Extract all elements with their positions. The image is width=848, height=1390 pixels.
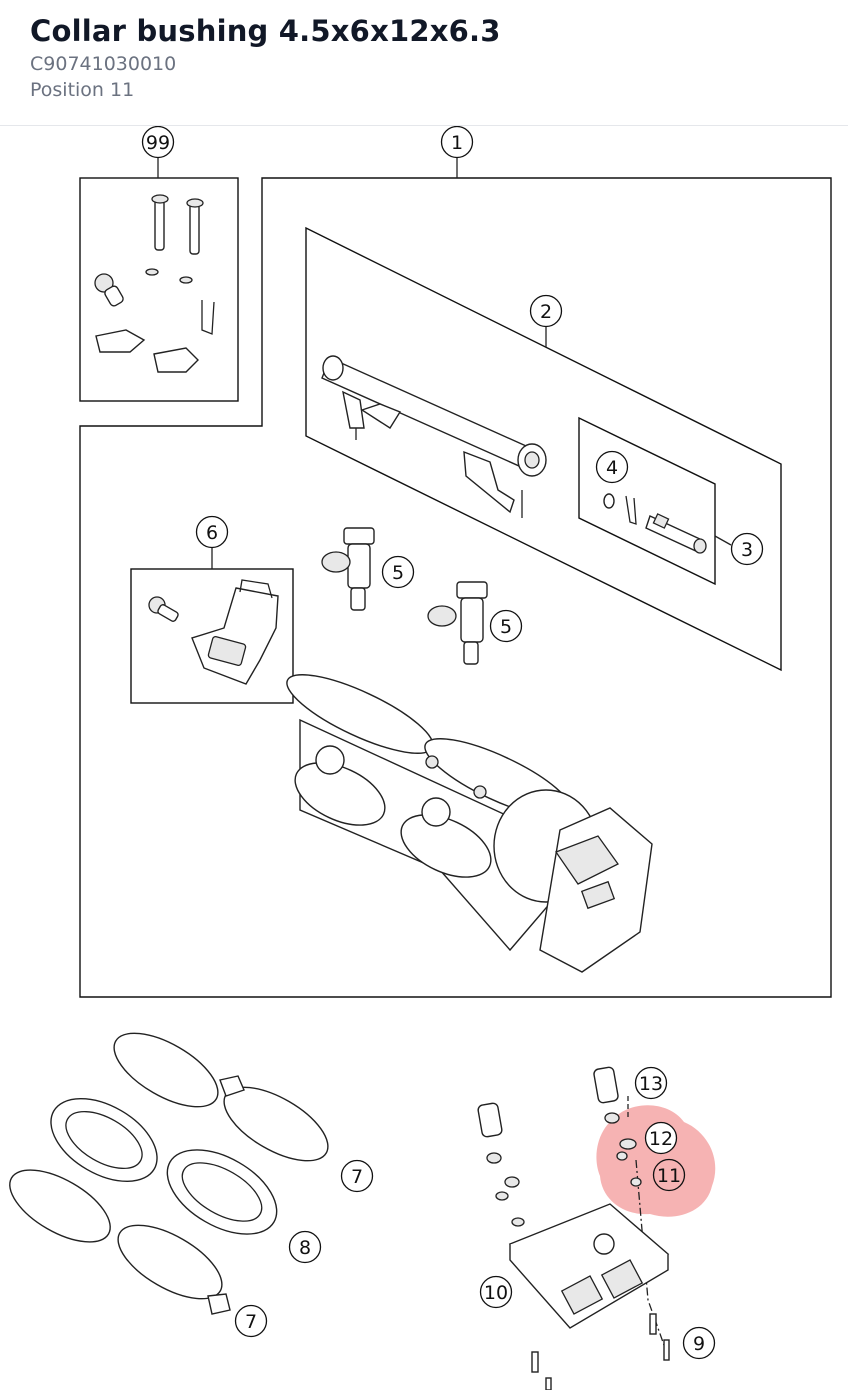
callout-9[interactable]: 9 — [682, 1326, 716, 1360]
callout-6[interactable]: 6 — [195, 515, 229, 549]
kit-99-parts — [94, 194, 215, 373]
svg-text:1: 1 — [451, 132, 463, 154]
callout-5-lower[interactable]: 5 — [489, 609, 523, 643]
svg-text:4: 4 — [606, 457, 618, 479]
injector-parts — [321, 527, 488, 665]
callout-7-upper[interactable]: 7 — [340, 1159, 374, 1193]
leader-lines — [157, 157, 732, 1346]
svg-text:9: 9 — [693, 1333, 705, 1355]
selected-position-highlight — [596, 1105, 716, 1217]
connector-kit-parts — [603, 493, 707, 554]
svg-text:8: 8 — [299, 1237, 311, 1259]
part-position: Position 11 — [30, 79, 135, 101]
svg-text:7: 7 — [351, 1166, 363, 1188]
connector-kit-3-frame — [578, 416, 716, 586]
svg-text:3: 3 — [741, 539, 753, 561]
kit-99-frame — [79, 177, 239, 402]
svg-text:5: 5 — [500, 616, 512, 638]
fuel-rail-part — [321, 355, 547, 518]
part-title: Collar bushing 4.5x6x12x6.3 — [30, 14, 501, 48]
callout-8[interactable]: 8 — [288, 1230, 322, 1264]
callout-99[interactable]: 99 — [141, 126, 175, 159]
svg-text:2: 2 — [540, 301, 552, 323]
svg-text:7: 7 — [245, 1311, 257, 1333]
callout-11-selected[interactable]: 11 — [652, 1158, 686, 1192]
fuel-rail-2-frame — [305, 226, 782, 672]
ecu-parts — [477, 1066, 670, 1390]
svg-text:12: 12 — [649, 1128, 673, 1150]
svg-text:5: 5 — [392, 562, 404, 584]
callout-2[interactable]: 2 — [529, 294, 563, 328]
callout-1[interactable]: 1 — [440, 126, 474, 159]
svg-text:13: 13 — [639, 1073, 663, 1095]
part-header: Collar bushing 4.5x6x12x6.3 C90741030010… — [0, 0, 848, 126]
exploded-parts-diagram: 99 1 2 4 3 6 5 5 7 8 7 13 12 11 10 9 — [9, 126, 832, 1390]
callout-10[interactable]: 10 — [479, 1275, 513, 1309]
svg-text:6: 6 — [206, 522, 218, 544]
callout-5-upper[interactable]: 5 — [381, 555, 415, 589]
part-number: C90741030010 — [30, 53, 177, 75]
svg-text:99: 99 — [146, 132, 170, 154]
callout-7-lower[interactable]: 7 — [234, 1304, 268, 1338]
callout-4[interactable]: 4 — [595, 450, 629, 484]
throttle-body-part — [286, 674, 653, 973]
callout-13[interactable]: 13 — [634, 1066, 668, 1100]
clamp-and-sleeve-parts — [9, 1032, 329, 1315]
callout-3[interactable]: 3 — [730, 532, 764, 566]
assembly-1-frame — [79, 177, 832, 998]
svg-text:11: 11 — [657, 1165, 681, 1187]
callout-12[interactable]: 12 — [644, 1121, 678, 1155]
svg-text:10: 10 — [484, 1282, 508, 1304]
sensor-6-parts — [148, 579, 279, 685]
